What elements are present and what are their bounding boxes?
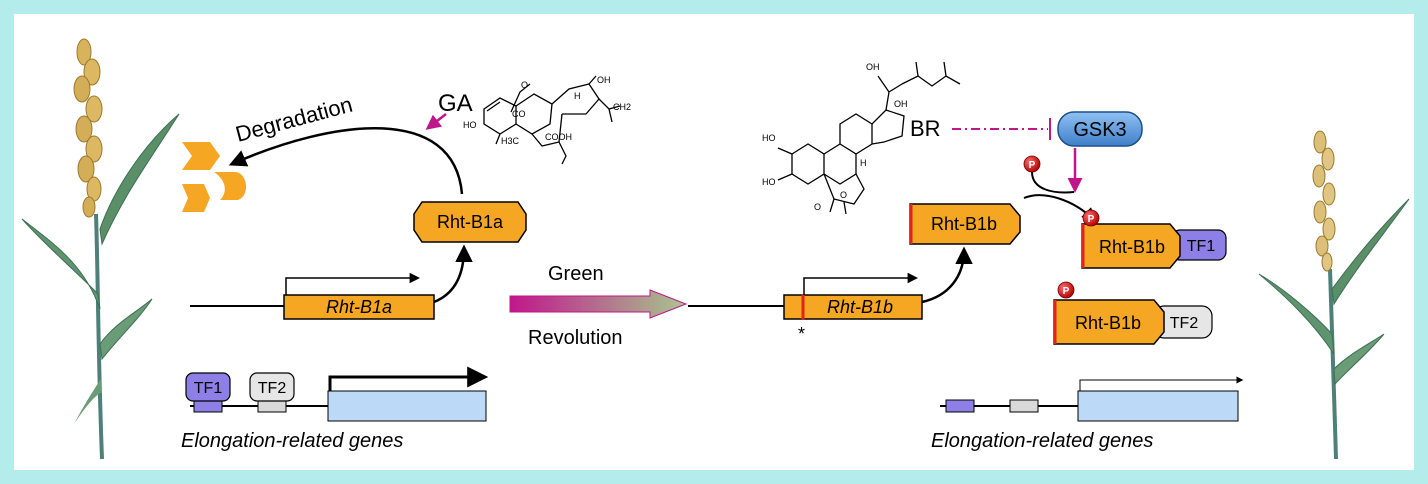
ga-to-degradation-arrow: [425, 113, 447, 130]
br-label: BR: [910, 116, 941, 141]
green-label: Green: [548, 263, 604, 285]
gsk3-label: GSK3: [1073, 119, 1126, 141]
left-tf2-label: TF2: [258, 380, 287, 397]
ga-oh-top: OH: [597, 75, 611, 85]
wheat-ear-right: [1312, 130, 1336, 272]
complex-rht-b1b-tf2: TF2 Rht-B1b P: [1053, 281, 1213, 345]
degraded-fragments: [182, 142, 247, 212]
wheat-plant-right: [1258, 130, 1410, 460]
ga-ho: HO: [463, 120, 477, 130]
rht-b1a-tss-arrow: [285, 272, 421, 295]
wheat-plant-left: [21, 38, 180, 460]
rht-b1b-tss-arrow: [803, 272, 919, 295]
ga-h: H: [574, 91, 581, 101]
complex2-tf-label: TF2: [1170, 315, 1199, 332]
left-tf1-label: TF1: [194, 380, 223, 397]
br-o-2: O: [814, 202, 821, 212]
rht-b1a-protein-label: Rht-B1a: [437, 212, 504, 232]
rht-b1b-gene-box: [783, 294, 923, 320]
complex2-protein-label: Rht-B1b: [1075, 313, 1141, 333]
right-tf1-site: [945, 399, 975, 413]
br-h: H: [860, 158, 867, 168]
phospho-link-arrow: [1031, 171, 1075, 194]
wheat-ear-left: [73, 38, 103, 218]
ga-chemical-structure: [483, 75, 621, 165]
rht-b1b-expression-arrow: [921, 246, 973, 304]
revolution-label: Revolution: [528, 327, 623, 349]
left-target-tss-arrow: [328, 366, 489, 391]
rht-b1b-mutation-star: *: [798, 324, 805, 344]
ga-cooh: COOH: [545, 132, 572, 142]
green-revolution-arrow: [509, 289, 688, 319]
green-revolution-diagram: Degradation GA OH O CO HO H3C COOH CH2 H…: [21, 38, 1410, 460]
rht-b1a-gene-label: Rht-B1a: [326, 297, 392, 317]
rht-b1b-protein-label: Rht-B1b: [931, 214, 997, 234]
left-target-gene-box: [327, 390, 487, 422]
br-ho-1: HO: [762, 133, 776, 143]
phosphate-free: P: [1023, 155, 1041, 173]
complex1-tf-label: TF1: [1187, 238, 1216, 255]
ga-o-ring: O: [521, 80, 528, 90]
br-oh-mid: OH: [894, 99, 908, 109]
ga-h3c: H3C: [501, 136, 520, 146]
degradation-label: Degradation: [233, 92, 355, 147]
left-genes-label: Elongation-related genes: [181, 430, 403, 452]
right-genes-label: Elongation-related genes: [931, 430, 1153, 452]
gsk3-protein: GSK3: [1057, 111, 1143, 147]
phosphate-free-label: P: [1029, 160, 1036, 171]
right-target-gene-box: [1077, 390, 1239, 422]
rht-b1b-gene-label: Rht-B1b: [827, 297, 893, 317]
right-tf2-site: [1009, 399, 1039, 413]
rht-b1b-protein: Rht-B1b: [909, 203, 1021, 245]
diagram-canvas: Degradation GA OH O CO HO H3C COOH CH2 H…: [14, 14, 1414, 470]
rht-b1a-protein: Rht-B1a: [413, 201, 527, 243]
br-ho-2: HO: [762, 177, 776, 187]
complex1-protein-label: Rht-B1b: [1099, 237, 1165, 257]
left-tf1-site: [193, 399, 223, 413]
degradation-arrow: [228, 127, 464, 195]
right-target-tss-arrow: [1079, 376, 1244, 391]
br-oh-top: OH: [866, 62, 880, 72]
complex2-phospho-label: P: [1063, 286, 1070, 297]
br-o-1: O: [840, 190, 847, 200]
ga-co: CO: [512, 109, 526, 119]
left-tf1-protein: [185, 372, 231, 402]
br-chemical-structure: [777, 61, 961, 215]
ga-label: GA: [438, 90, 473, 117]
complex1-phospho-label: P: [1088, 214, 1095, 225]
rht-b1a-expression-arrow: [433, 244, 473, 304]
left-tf2-protein: [249, 372, 295, 402]
ga-ch2: CH2: [613, 102, 631, 112]
rht-b1a-gene-box: [283, 294, 435, 320]
complex-rht-b1b-tf1: TF1 Rht-B1b P: [1081, 209, 1227, 269]
left-tf2-site: [257, 399, 287, 413]
